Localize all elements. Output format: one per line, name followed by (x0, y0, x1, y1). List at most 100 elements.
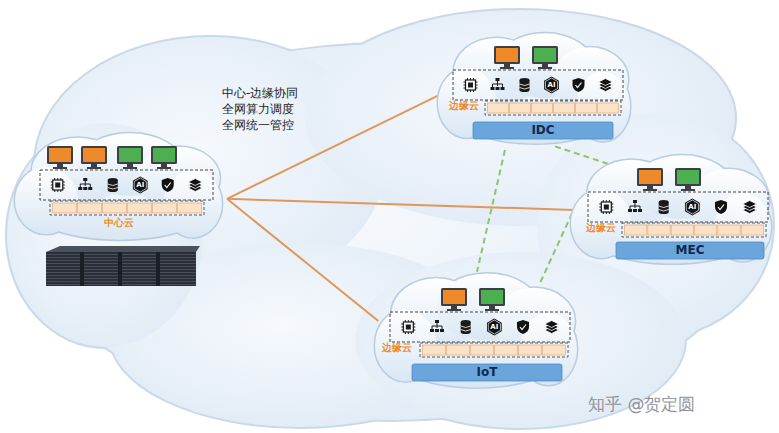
site-bar-label: IDC (531, 122, 554, 139)
service-cell (695, 225, 717, 235)
dashed-frame (622, 223, 766, 237)
icon (573, 78, 585, 92)
icon-label: AI (688, 203, 696, 211)
monitor-icon (47, 146, 73, 169)
service-cell (471, 345, 494, 355)
service-cell (178, 203, 202, 213)
service-cell (447, 345, 470, 355)
cloud-fill (571, 155, 771, 263)
service-cell (648, 225, 670, 235)
icon (544, 77, 559, 94)
service-cell (103, 203, 127, 213)
icon (188, 179, 202, 192)
cloud-node: 边缘云 MEC (568, 150, 776, 270)
service-cell (510, 103, 531, 113)
monitor-icon (637, 168, 663, 191)
cloud-fill (438, 33, 630, 143)
icon (715, 200, 727, 214)
cloud-name: 边缘云 (586, 222, 616, 234)
annotation: 全网统一管控 (222, 118, 294, 133)
dashed-frame (453, 70, 623, 100)
site-bar (616, 242, 764, 259)
dashed-frame (485, 101, 621, 115)
icon (162, 178, 174, 192)
annotation: 中心-边缘协同 (222, 86, 298, 101)
cloud-equipment (40, 146, 213, 215)
cloud-equipment (390, 288, 570, 357)
service-cell (543, 345, 566, 355)
site-bar-label: MEC (676, 242, 705, 259)
dashed-frame (40, 170, 213, 200)
icon (487, 319, 502, 336)
service-cell (554, 103, 575, 113)
cloud-shape (12, 128, 227, 246)
cloud-node: 边缘云IoT (372, 268, 582, 394)
cloud-outline (438, 33, 630, 143)
service-cell (128, 203, 152, 213)
cloud-outline (571, 155, 771, 263)
icon (659, 200, 669, 214)
server-racks (46, 246, 200, 286)
monitor-icon (479, 288, 505, 311)
service-cell (741, 225, 763, 235)
site-bar (412, 364, 562, 381)
icon (133, 177, 148, 194)
icon (599, 79, 613, 92)
service-cell (625, 225, 647, 235)
icon (743, 201, 757, 214)
watermark: 知乎 @贺定圆 (588, 394, 695, 414)
cloud-fill (15, 133, 222, 239)
icon (464, 78, 478, 92)
icon (545, 321, 559, 334)
icon (430, 320, 444, 332)
cloud-node: 边缘云 IDC (435, 28, 635, 150)
service-cell (671, 225, 693, 235)
service-cell (598, 103, 619, 113)
icon (685, 199, 700, 216)
site-bar-label: IoT (477, 364, 498, 381)
icon-label: AI (490, 323, 498, 331)
service-cell (53, 203, 77, 213)
dashed-frame (50, 201, 204, 215)
icon-label: AI (547, 81, 555, 89)
monitor-icon (117, 146, 143, 169)
icon (520, 78, 530, 92)
connector-line (227, 199, 574, 210)
icon (628, 200, 642, 212)
connector-line (555, 146, 610, 164)
cloud-outline (15, 133, 222, 239)
service-cell (153, 203, 177, 213)
dashed-frame (588, 192, 768, 222)
annotation: 全网算力调度 (222, 102, 294, 117)
cloud-node: 中心云 (12, 128, 227, 246)
monitor-icon (675, 168, 701, 191)
service-cell (495, 345, 518, 355)
service-cell (519, 345, 542, 355)
service-cell (576, 103, 597, 113)
cloud-name: 边缘云 (449, 100, 479, 112)
background-cloud (7, 10, 773, 428)
service-cell (488, 103, 509, 113)
dashed-frame (390, 312, 570, 342)
monitor-icon (441, 288, 467, 311)
service-cell (423, 345, 446, 355)
cloud-name: 中心云 (104, 217, 134, 229)
monitor-icon (81, 146, 107, 169)
icon (108, 178, 118, 192)
icon (517, 320, 529, 334)
service-cell (718, 225, 740, 235)
icon (78, 178, 92, 190)
monitor-icon (151, 146, 177, 169)
dashed-frame (420, 343, 568, 357)
connector-line (227, 199, 378, 321)
service-cell (532, 103, 553, 113)
service-cell (78, 203, 102, 213)
connector-line (477, 150, 505, 272)
cloud-fill (375, 273, 577, 387)
icon-label: AI (136, 181, 144, 189)
cloud-outline (375, 273, 577, 387)
cloud-shape (568, 150, 776, 270)
icon (491, 78, 505, 90)
icon (599, 200, 613, 214)
